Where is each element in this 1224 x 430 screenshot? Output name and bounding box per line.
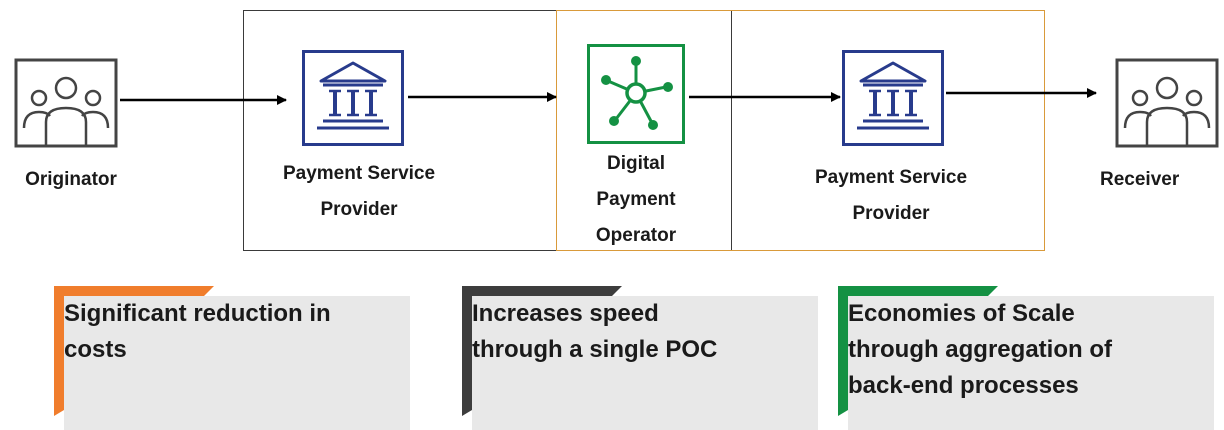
benefit-card-speed: Increases speed through a single POC — [462, 286, 818, 430]
psp-frame-left — [243, 10, 732, 251]
originator-people-icon — [14, 58, 118, 148]
receiver-people-icon — [1115, 58, 1219, 148]
benefit-text: Economies of Scale through aggregation o… — [848, 300, 1112, 399]
psp2-bank-icon — [842, 50, 944, 146]
benefit-text: Increases speed through a single POC — [472, 300, 718, 363]
benefit-card-scale: Economies of Scale through aggregation o… — [838, 286, 1214, 430]
benefit-text: Significant reduction in costs — [64, 300, 331, 363]
node-label-originator: Originator — [25, 169, 117, 190]
psp1-bank-icon — [302, 50, 404, 146]
benefit-card-cost: Significant reduction in costs — [54, 286, 410, 430]
node-label-psp1: Payment Service Provider — [282, 163, 436, 220]
node-label-dpo: Digital Payment Operator — [595, 153, 677, 246]
benefit-card-background — [64, 296, 410, 430]
benefit-card-background — [848, 296, 1214, 430]
node-label-receiver: Receiver — [1100, 169, 1180, 190]
benefit-card-background — [472, 296, 818, 430]
dpo-network-hub-icon — [587, 44, 685, 144]
psp-frame-right — [556, 10, 1045, 251]
node-label-psp2: Payment Service Provider — [814, 167, 968, 224]
